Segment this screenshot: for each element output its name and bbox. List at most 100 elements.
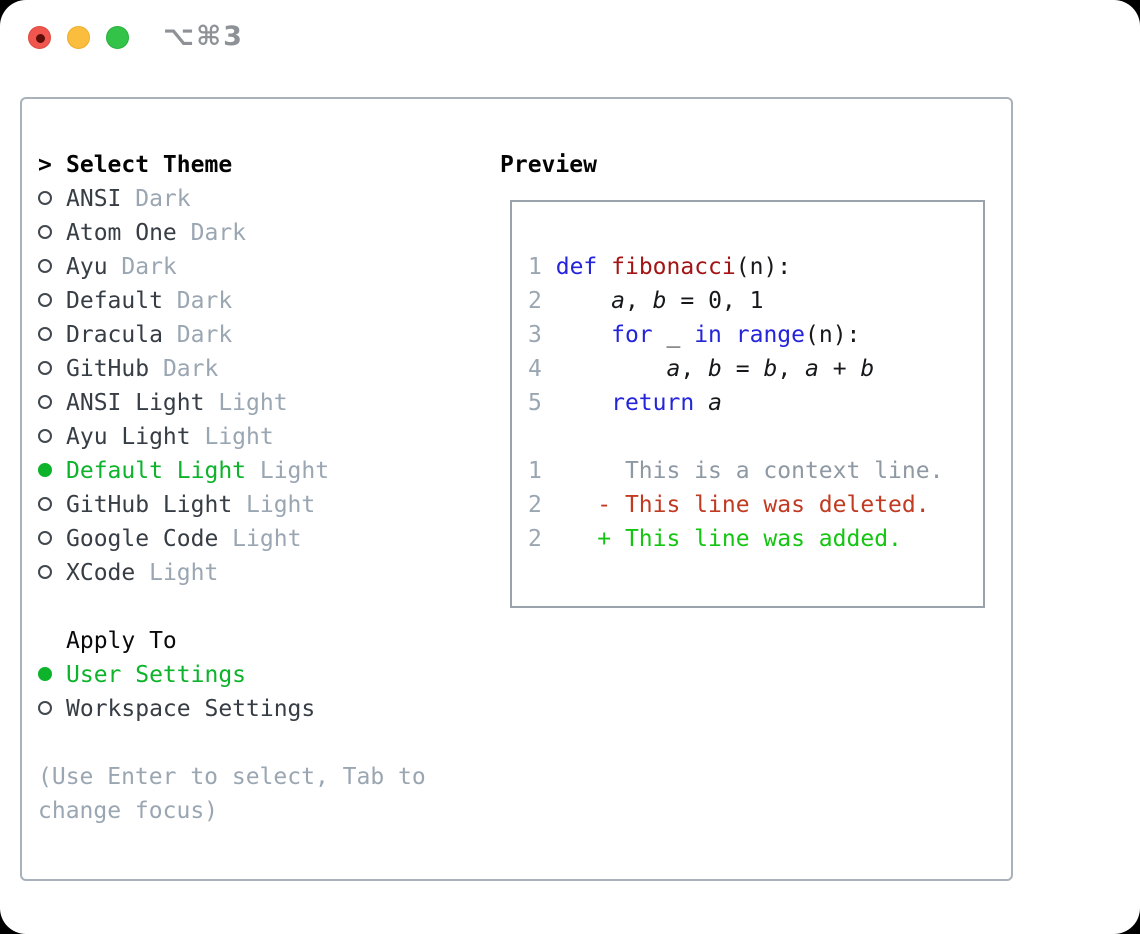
theme-option-ansi-light[interactable]: ANSI Light Light: [38, 386, 426, 420]
radio-icon: [38, 564, 52, 579]
theme-option-google-code[interactable]: Google Code Light: [38, 522, 426, 556]
code-token: b: [763, 356, 778, 382]
theme-name: ANSI: [66, 186, 122, 212]
theme-badge: Light: [190, 424, 274, 450]
radio-icon: [38, 530, 52, 545]
code-token: [722, 322, 736, 348]
theme-option-xcode[interactable]: XCode Light: [38, 556, 426, 590]
code-token: [542, 390, 611, 416]
code-token: [597, 254, 611, 280]
code-token: ,: [777, 356, 806, 382]
code-token: [542, 356, 667, 382]
theme-option-dracula[interactable]: Dracula Dark: [38, 318, 426, 352]
help-text-row-2: change focus): [38, 794, 426, 828]
code-token: ,: [624, 288, 653, 314]
theme-option-default[interactable]: Default Dark: [38, 284, 426, 318]
theme-badge: Light: [232, 492, 316, 518]
code-token: [542, 254, 556, 280]
radio-icon: [38, 666, 52, 681]
code-token: (n):: [805, 322, 861, 348]
help-text: change focus): [38, 798, 219, 824]
theme-name: Dracula: [66, 322, 163, 348]
theme-option-ayu[interactable]: Ayu Dark: [38, 250, 426, 284]
theme-option-atom-one[interactable]: Atom One Dark: [38, 216, 426, 250]
line-number: 2: [528, 288, 542, 314]
code-token: b: [652, 288, 667, 314]
preview-heading: Preview: [500, 152, 597, 178]
close-dot-icon: [36, 34, 45, 43]
radio-icon: [38, 394, 52, 409]
theme-badge: Dark: [162, 288, 233, 314]
line-number: 4: [528, 356, 542, 382]
selection-prompt-icon: >: [38, 152, 52, 178]
zoom-button[interactable]: [106, 26, 129, 49]
radio-icon: [38, 292, 52, 307]
theme-name: XCode: [66, 560, 136, 586]
theme-option-default-light[interactable]: Default Light Light: [38, 454, 426, 488]
code-token: return: [611, 390, 695, 416]
theme-option-ayu-light[interactable]: Ayu Light Light: [38, 420, 426, 454]
code-token: in: [694, 322, 722, 348]
code-token: a: [666, 356, 681, 382]
code-line: 3 for _ in range(n):: [528, 318, 943, 352]
theme-badge: Light: [204, 390, 288, 416]
apply-option-workspace-settings[interactable]: Workspace Settings: [38, 692, 426, 726]
theme-option-github[interactable]: GitHub Dark: [38, 352, 426, 386]
theme-name: Ayu Light: [66, 424, 191, 450]
code-token: + This line was added.: [541, 526, 902, 552]
code-token: range: [735, 322, 806, 348]
spacer-row: [38, 590, 426, 624]
theme-badge: Light: [218, 526, 302, 552]
code-token: _: [652, 322, 695, 348]
line-number: 2: [528, 526, 542, 552]
theme-name: GitHub Light: [66, 492, 233, 518]
theme-badge: Dark: [176, 220, 247, 246]
theme-badge: Dark: [162, 322, 233, 348]
line-number: 3: [528, 322, 542, 348]
theme-option-github-light[interactable]: GitHub Light Light: [38, 488, 426, 522]
theme-name: Google Code: [66, 526, 219, 552]
theme-name: GitHub: [66, 356, 150, 382]
code-line: 5 return a: [528, 386, 943, 420]
theme-name: Default: [66, 288, 163, 314]
line-number: 5: [528, 390, 542, 416]
code-token: = 0, 1: [666, 288, 764, 314]
code-token: [542, 322, 611, 348]
apply-to-heading: Apply To: [66, 628, 177, 654]
radio-icon: [38, 700, 52, 715]
minimize-button[interactable]: [67, 26, 90, 49]
apply-to-heading-row: Apply To: [38, 624, 426, 658]
radio-icon: [38, 360, 52, 375]
line-number: 1: [528, 458, 542, 484]
apply-option-user-settings[interactable]: User Settings: [38, 658, 426, 692]
theme-name: Ayu: [66, 254, 108, 280]
theme-badge: Dark: [121, 186, 191, 212]
code-token: fibonacci: [611, 254, 736, 280]
radio-icon: [38, 190, 52, 205]
code-token: ,: [680, 356, 709, 382]
radio-icon: [38, 428, 52, 443]
radio-icon: [38, 326, 52, 341]
window-title: ⌥⌘3: [163, 21, 244, 52]
code-token: (n):: [735, 254, 792, 280]
code-token: def: [555, 254, 598, 280]
line-number: 2: [528, 492, 542, 518]
theme-option-ansi[interactable]: ANSI Dark: [38, 182, 426, 216]
radio-icon: [38, 496, 52, 511]
code-token: a: [611, 288, 625, 314]
code-token: +: [818, 356, 861, 382]
theme-badge: Light: [135, 560, 219, 586]
close-button[interactable]: [28, 26, 51, 49]
help-text-row-1: (Use Enter to select, Tab to: [38, 760, 426, 794]
theme-badge: Light: [246, 458, 330, 484]
theme-list-heading: Select Theme: [66, 152, 233, 178]
theme-badge: Dark: [107, 254, 177, 280]
help-text: (Use Enter to select, Tab to: [38, 764, 426, 790]
radio-icon: [38, 224, 52, 239]
code-token: a: [805, 356, 819, 382]
theme-badge: Dark: [149, 356, 219, 382]
radio-icon: [38, 462, 52, 477]
